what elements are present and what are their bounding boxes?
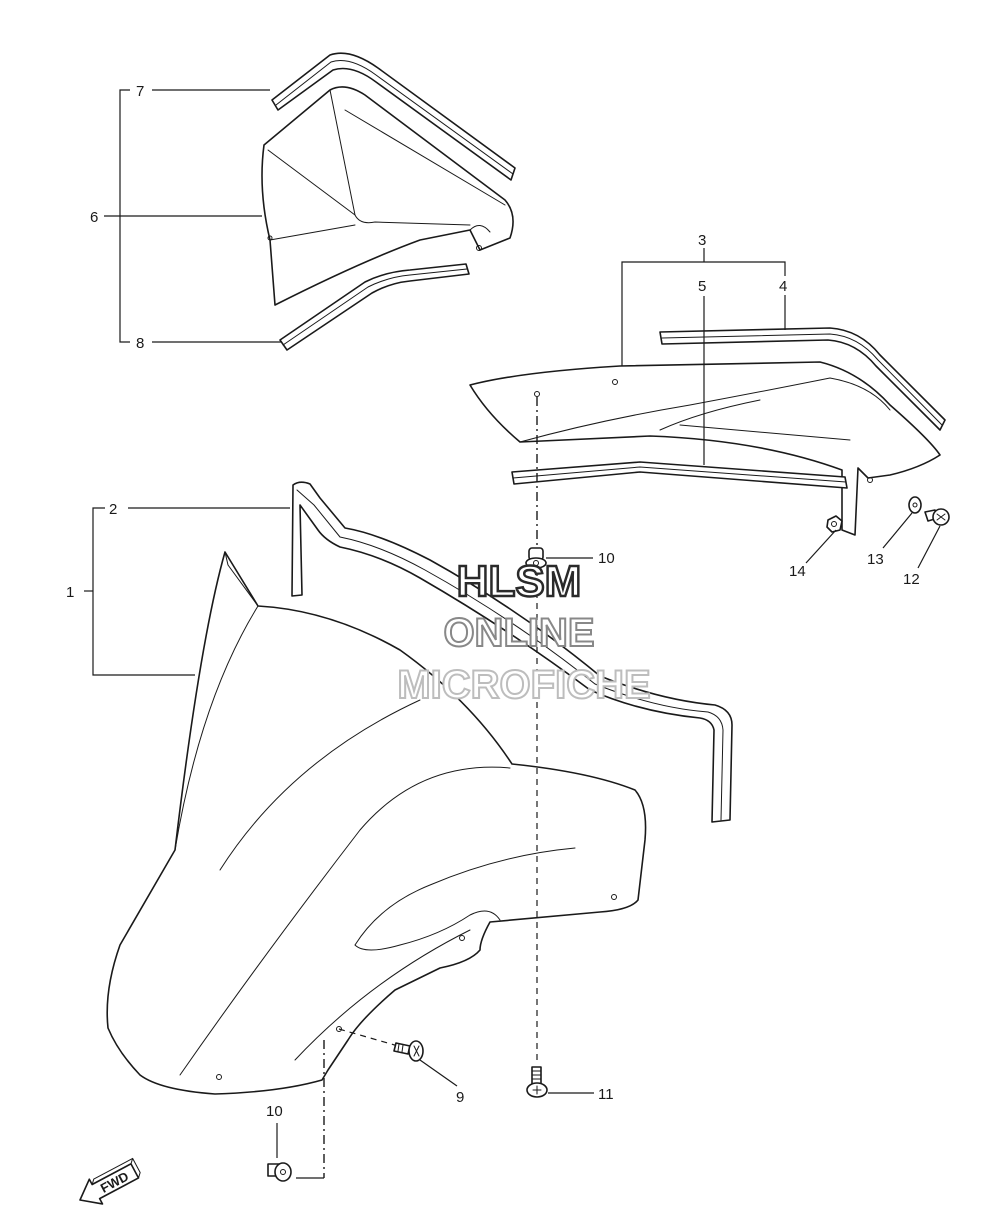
callout-6: 6	[90, 209, 98, 226]
seal-strip-4[interactable]	[659, 327, 946, 431]
collar-10-lower[interactable]	[267, 1162, 292, 1182]
callout-12: 12	[903, 571, 920, 588]
fwd-arrow-icon: FWD	[79, 1157, 141, 1205]
watermark-line-3: MICROFICHE	[397, 663, 650, 707]
callout-10-upper: 10	[598, 550, 615, 567]
callout-1: 1	[66, 584, 74, 601]
nut-14[interactable]	[826, 515, 843, 533]
windshield-group	[106, 481, 733, 1095]
callout-5: 5	[698, 278, 706, 295]
panel-6[interactable]	[261, 86, 514, 306]
watermark: HLSM ONLINE MICROFICHE	[396, 556, 651, 708]
watermark-line-1: HLSM	[457, 557, 582, 606]
seal-strip-7[interactable]	[271, 52, 516, 181]
callout-14: 14	[789, 563, 806, 580]
bracket-3-4-5	[621, 248, 786, 465]
washer-13[interactable]	[908, 496, 922, 514]
callout-13: 13	[867, 551, 884, 568]
callout-11: 11	[598, 1086, 614, 1103]
windshield-1[interactable]	[106, 551, 647, 1095]
callout-9: 9	[456, 1089, 464, 1106]
bolt-9[interactable]	[393, 1040, 424, 1062]
callout-7: 7	[136, 83, 144, 100]
watermark-line-2: ONLINE	[443, 611, 594, 655]
fwd-label: FWD	[98, 1169, 131, 1196]
seal-strip-5[interactable]	[511, 461, 848, 489]
callout-2: 2	[109, 501, 117, 518]
panel-3-group	[469, 327, 950, 536]
seal-strip-8[interactable]	[279, 263, 470, 351]
bracket-6-7-8	[104, 89, 282, 343]
panel-3[interactable]	[469, 361, 941, 536]
bracket-1-2	[84, 507, 290, 676]
callout-10-lower: 10	[266, 1103, 283, 1120]
bolt-11[interactable]	[526, 1066, 548, 1098]
callout-4: 4	[779, 278, 787, 295]
callout-3: 3	[698, 232, 706, 249]
seal-strip-2[interactable]	[291, 481, 733, 823]
panel-6-group	[261, 52, 516, 351]
collar-10-upper[interactable]	[525, 547, 547, 569]
callout-8: 8	[136, 335, 144, 352]
